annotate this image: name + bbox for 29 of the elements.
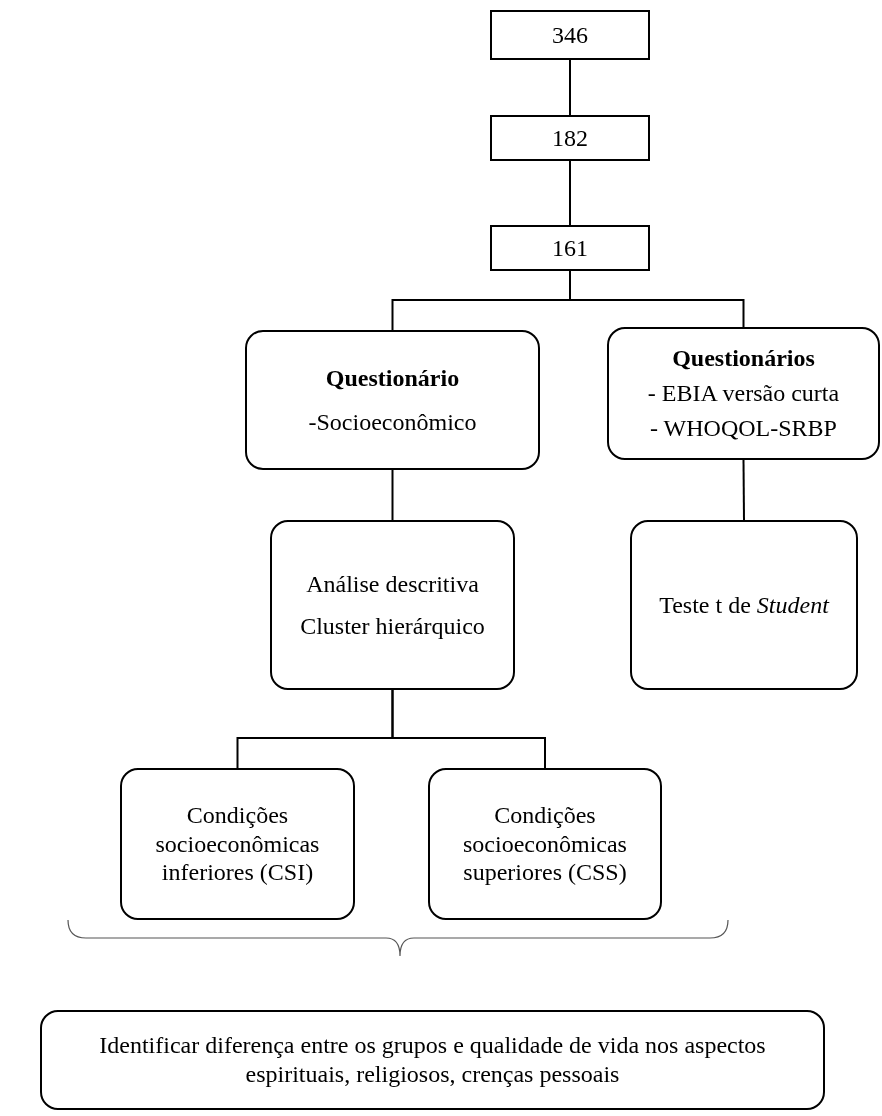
process-box	[490, 10, 650, 60]
node-text: 161	[552, 233, 588, 263]
connector-line	[391, 469, 394, 521]
rounded-box	[607, 327, 880, 460]
rounded-box	[270, 520, 515, 690]
rounded-box	[40, 1010, 825, 1110]
node-text: 346	[552, 20, 588, 50]
connector-line	[391, 689, 546, 769]
connector-line	[742, 459, 745, 521]
rounded-box	[428, 768, 662, 920]
process-box	[490, 115, 650, 161]
node-text: Cluster hierárquico	[300, 611, 485, 641]
node-text: Análise descritiva	[306, 569, 479, 599]
heading: Questionário	[325, 363, 460, 393]
node-text: Condições socioeconômicas superiores (CSS)	[462, 800, 628, 888]
connector-line	[569, 160, 571, 226]
connector-line	[569, 59, 571, 116]
node-text: - WHOQOL-SRBP	[650, 413, 837, 443]
rounded-box	[630, 520, 858, 690]
node-text: Teste t de Student	[659, 590, 829, 620]
node-text: Identificar diferença entre os grupos e qualidade de vida nos aspectos espirituais, religiosos, crenças pessoais	[98, 1031, 767, 1089]
rounded-box	[120, 768, 355, 920]
node-text: 182	[552, 123, 588, 153]
rounded-box	[245, 330, 540, 470]
node-text: -Socioeconômico	[308, 407, 477, 437]
node-text: Condições socioeconômicas inferiores (CSI)	[154, 800, 321, 888]
heading: Questionários	[672, 344, 815, 374]
node-text: - EBIA versão curta	[647, 379, 840, 408]
process-box	[490, 225, 650, 271]
